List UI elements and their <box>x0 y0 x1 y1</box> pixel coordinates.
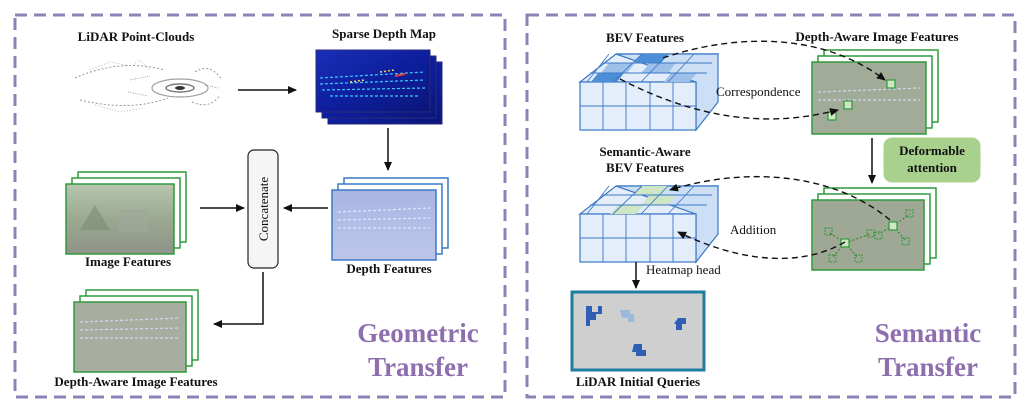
semantic-bev-label-line2: BEV Features <box>606 160 684 175</box>
semantic-title-line2: Transfer <box>878 352 978 382</box>
lidar-point-clouds-label: LiDAR Point-Clouds <box>78 29 195 44</box>
addition-label: Addition <box>730 222 777 237</box>
image-features-label: Image Features <box>85 254 171 269</box>
depth-aware-features-label-right: Depth-Aware Image Features <box>795 29 958 44</box>
depth-features-stack <box>331 177 449 261</box>
addition-curve-upper <box>669 175 891 221</box>
bev-features-grid <box>578 53 720 132</box>
heatmap-head-label: Heatmap head <box>646 262 721 277</box>
semantic-bev-label-line1: Semantic-Aware <box>599 144 690 159</box>
lidar-point-cloud-image <box>74 59 223 113</box>
semantic-transfer-panel <box>525 13 1017 399</box>
correspondence-label: Correspondence <box>716 84 801 99</box>
sparse-depth-map-stack <box>315 49 443 125</box>
depth-features-label: Depth Features <box>346 261 431 276</box>
lidar-initial-queries-label: LiDAR Initial Queries <box>576 374 700 389</box>
semantic-bev-grid <box>578 185 720 264</box>
deformable-label-line1: Deformable <box>899 143 965 158</box>
concatenate-block <box>247 149 279 269</box>
geometric-title-line1: Geometric <box>357 318 478 348</box>
depth-aware-features-stack-right <box>811 49 939 135</box>
depth-aware-features-stack-left <box>73 289 199 373</box>
depth-aware-features-label-left: Depth-Aware Image Features <box>54 374 217 389</box>
correspondence-curve-upper <box>662 40 886 81</box>
deformable-label-line2: attention <box>907 160 958 175</box>
deformable-attention-box <box>883 137 981 183</box>
attended-features-stack <box>811 187 937 271</box>
geometric-title-line2: Transfer <box>368 352 468 382</box>
bev-features-label: BEV Features <box>606 30 684 45</box>
lidar-initial-queries-heatmap <box>570 290 706 372</box>
arrow-concatenate-to-depth-aware <box>213 272 264 328</box>
correspondence-curve-lower <box>619 78 839 120</box>
image-features-stack <box>65 171 187 255</box>
semantic-title-line1: Semantic <box>875 318 982 348</box>
sparse-depth-map-label: Sparse Depth Map <box>332 26 436 41</box>
concatenate-label: Concatenate <box>256 177 271 241</box>
